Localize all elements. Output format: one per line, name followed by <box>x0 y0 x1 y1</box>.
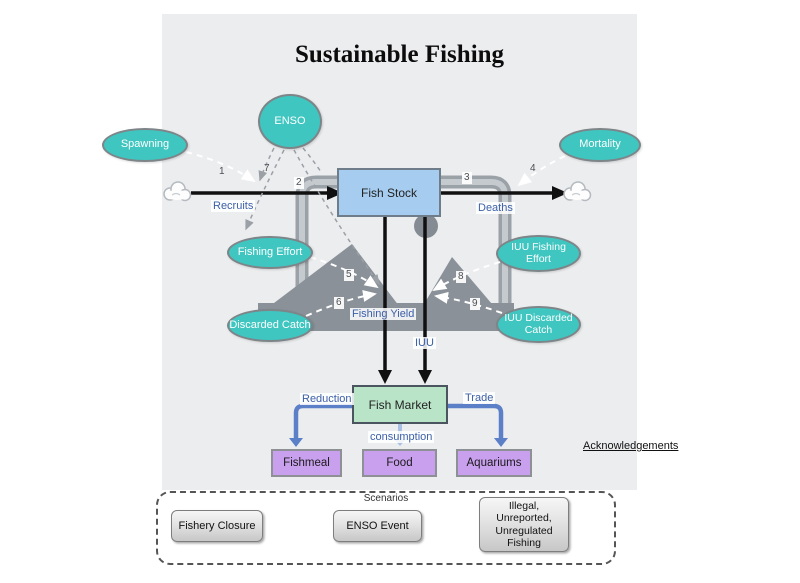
link-number-7: 7 <box>264 163 270 174</box>
sink-aquariums[interactable]: Aquariums <box>456 449 532 477</box>
stock-fish-stock[interactable]: Fish Stock <box>337 168 441 217</box>
link-number-5: 5 <box>344 269 354 281</box>
iuu-fishing-button[interactable]: Illegal, Unreported, Unregulated Fishing <box>479 497 569 552</box>
variable-iuu-discarded-catch[interactable]: IUU Discarded Catch <box>496 306 581 343</box>
flow-label-fishing-yield[interactable]: Fishing Yield <box>350 308 417 320</box>
link-number-6: 6 <box>334 297 344 309</box>
variable-mortality[interactable]: Mortality <box>559 128 641 162</box>
link-number-8: 8 <box>456 271 466 283</box>
flow-label-recruits[interactable]: Recruits <box>211 200 256 212</box>
stock-fish-market[interactable]: Fish Market <box>352 385 448 424</box>
variable-spawning[interactable]: Spawning <box>102 128 188 162</box>
fishery-closure-button[interactable]: Fishery Closure <box>171 510 263 542</box>
flow-label-iuu[interactable]: IUU <box>413 337 436 349</box>
link-number-9: 9 <box>470 298 480 310</box>
link-label-consumption[interactable]: consumption <box>368 431 435 443</box>
link-number-4: 4 <box>530 163 536 174</box>
link-label-reduction[interactable]: Reduction <box>300 393 354 405</box>
enso-event-button[interactable]: ENSO Event <box>333 510 422 542</box>
acknowledgements-link[interactable]: Acknowledgements <box>583 440 679 452</box>
link-number-2: 2 <box>294 177 304 189</box>
sink-food[interactable]: Food <box>362 449 437 477</box>
link-number-3: 3 <box>462 172 472 184</box>
variable-discarded-catch[interactable]: Discarded Catch <box>227 309 313 342</box>
sink-fishmeal[interactable]: Fishmeal <box>271 449 342 477</box>
link-label-trade[interactable]: Trade <box>463 392 496 404</box>
scenarios-label: Scenarios <box>363 493 409 504</box>
variable-fishing-effort[interactable]: Fishing Effort <box>227 236 313 269</box>
variable-iuu-fishing-effort[interactable]: IUU Fishing Effort <box>496 235 581 272</box>
variable-enso[interactable]: ENSO <box>258 94 322 149</box>
flow-label-deaths[interactable]: Deaths <box>476 202 515 214</box>
diagram-title: Sustainable Fishing <box>294 41 505 68</box>
link-number-1: 1 <box>219 166 225 177</box>
